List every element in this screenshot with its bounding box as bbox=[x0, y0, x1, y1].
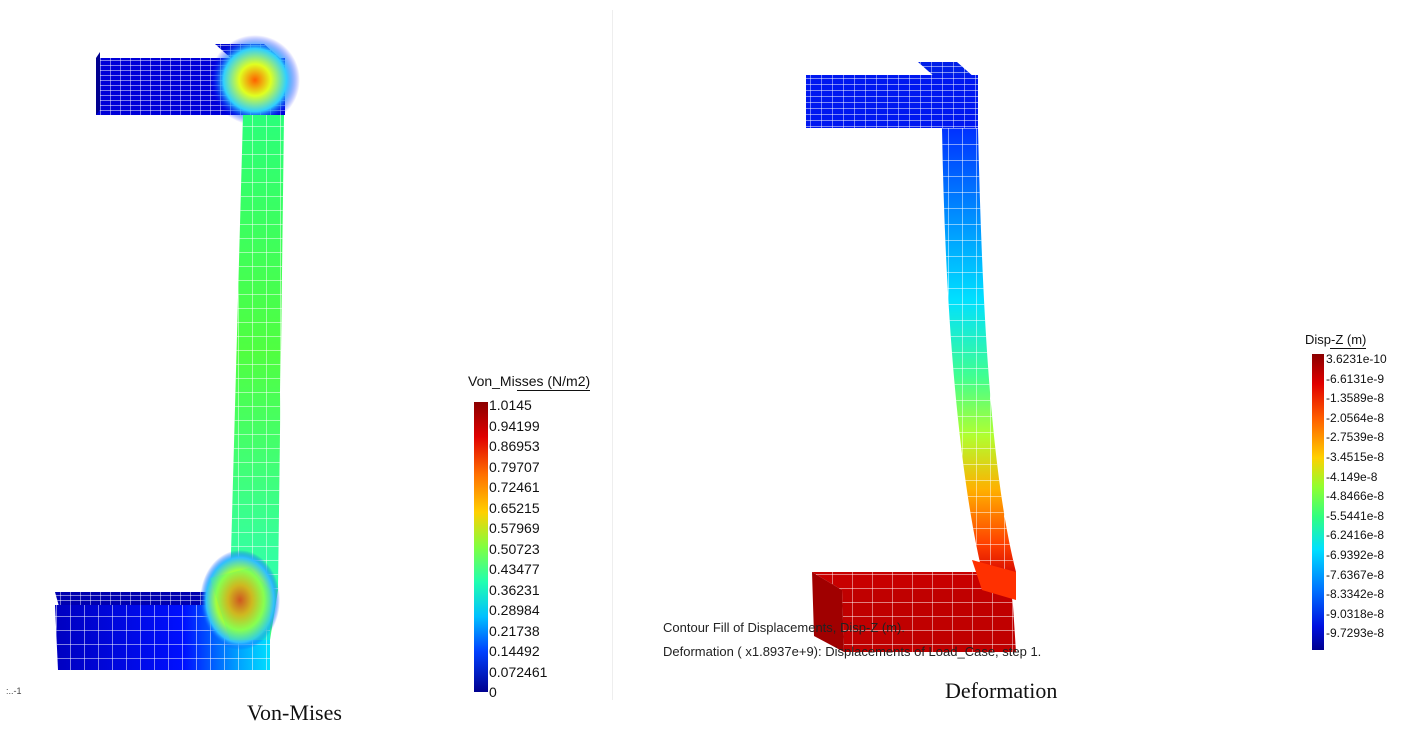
von-mises-legend-value: 0.43477 bbox=[489, 561, 540, 577]
svg-text::..-1: :..-1 bbox=[6, 686, 22, 696]
displacement-legend-value: -9.7293e-8 bbox=[1326, 626, 1385, 641]
von-mises-legend-value: 0 bbox=[489, 684, 497, 700]
deformation-caption: Deformation bbox=[945, 678, 1058, 703]
displacement-legend-value: -3.4515e-8 bbox=[1326, 450, 1385, 464]
deformation-mesh-view bbox=[806, 62, 1016, 652]
von-mises-legend-value: 0.072461 bbox=[489, 663, 548, 680]
displacement-legend-value: 3.6231e-10 bbox=[1326, 352, 1387, 366]
von-mises-legend-value: 1.0145 bbox=[489, 397, 532, 413]
von-mises-legend-value: 0.86953 bbox=[489, 438, 540, 454]
displacement-legend-value: -6.9392e-8 bbox=[1326, 548, 1385, 562]
von-mises-legend-value: 0.50723 bbox=[489, 540, 540, 557]
displacement-legend-value: -9.0318e-8 bbox=[1326, 606, 1385, 621]
von-mises-legend-value: 0.14492 bbox=[489, 643, 540, 659]
von-mises-legend-value: 0.94199 bbox=[489, 417, 540, 434]
panel-divider bbox=[612, 10, 613, 700]
displacement-colorbar bbox=[1312, 354, 1324, 650]
deformation-scale-caption: Deformation ( x1.8937e+9): Displacements… bbox=[663, 644, 1042, 659]
von-mises-legend-title: Von_Misses (N/m2) bbox=[468, 373, 591, 391]
von-mises-legend-value: 0.57969 bbox=[489, 520, 540, 536]
displacement-legend-title: Disp-Z (m) bbox=[1305, 332, 1367, 349]
von-mises-legend-value: 0.21738 bbox=[489, 622, 540, 639]
displacement-legend-value: -8.3342e-8 bbox=[1326, 587, 1385, 602]
displacement-legend-value: -2.0564e-8 bbox=[1326, 410, 1385, 425]
deformation-panel: Contour Fill of Displacements, Disp-Z (m… bbox=[612, 0, 1416, 736]
displacement-legend-value: -5.5441e-8 bbox=[1326, 508, 1385, 523]
von-mises-legend-value: 0.79707 bbox=[489, 458, 540, 475]
von-mises-legend-value: 0.72461 bbox=[489, 479, 540, 495]
von-mises-panel: :..-1 Von_Misses (N/m2) 1.0145 0.94199 0.8… bbox=[0, 0, 612, 736]
displacement-legend-value: -6.2416e-8 bbox=[1326, 528, 1385, 543]
displacement-legend-value: -4.8466e-8 bbox=[1326, 489, 1385, 504]
von-mises-legend-value: 0.28984 bbox=[489, 602, 540, 618]
von-mises-mesh-view: :..-1 bbox=[6, 35, 300, 696]
displacement-legend-value: -1.3589e-8 bbox=[1326, 391, 1385, 406]
displacement-legend-value: -6.6131e-9 bbox=[1326, 371, 1385, 386]
displacement-legend-value: -4.149e-8 bbox=[1326, 469, 1378, 484]
contour-fill-caption: Contour Fill of Displacements, Disp-Z (m… bbox=[663, 620, 905, 635]
displacement-legend-value: -7.6367e-8 bbox=[1326, 567, 1385, 582]
von-mises-colorbar bbox=[474, 402, 488, 692]
von-mises-legend-value: 0.36231 bbox=[489, 581, 540, 598]
von-mises-legend-value: 0.65215 bbox=[489, 499, 540, 516]
displacement-legend-value: -2.7539e-8 bbox=[1326, 430, 1385, 445]
von-mises-caption: Von-Mises bbox=[247, 700, 342, 725]
